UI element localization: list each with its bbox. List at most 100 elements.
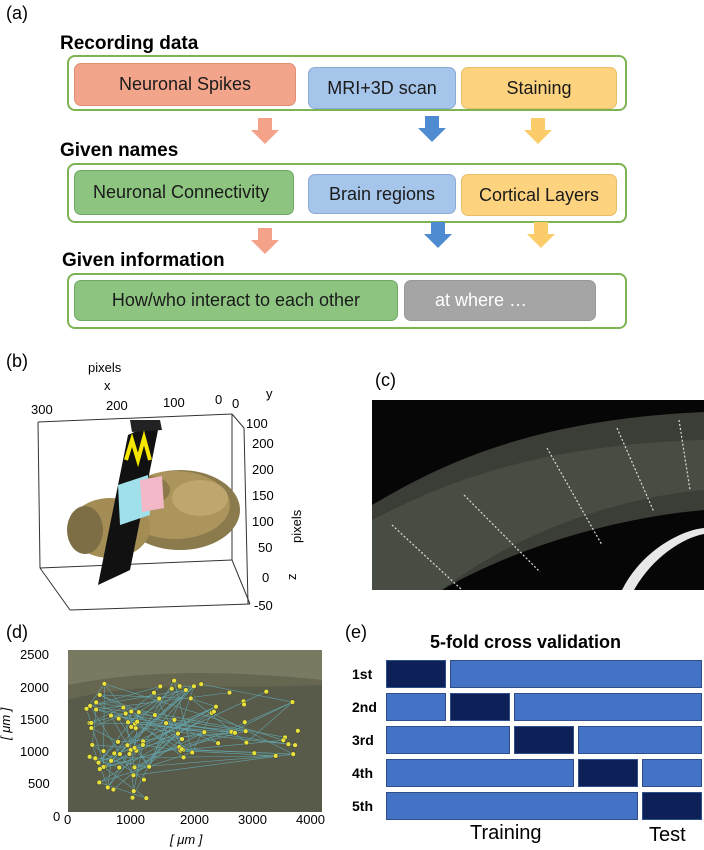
connection-line [104,683,284,741]
d-x-tick-3000: 3000 [238,812,267,827]
connection-line [134,755,276,768]
b-z-tick-200: 200 [252,462,274,477]
connection-line [91,709,97,745]
b-z-label: z [284,574,299,581]
connection-line [137,721,296,746]
neuron-point [215,740,221,746]
fold-training-bar [642,759,702,787]
arrow-down-yellow-2 [527,222,555,248]
brain-3d-render: pixels x y 300 200 100 0 0 100 200 200 1… [31,360,304,613]
neuron-point [243,739,250,746]
neuron-point [108,758,114,764]
connection-line [90,705,246,732]
arrow-down-salmon-2 [251,228,279,254]
neuron-point [171,717,178,723]
fold-training-bar [514,693,702,721]
neuron-point [108,712,114,719]
neuron-point [273,753,279,759]
neuron-point [169,686,175,692]
fold-label: 5th [352,798,373,814]
b-z-units: pixels [289,509,304,543]
neuron-point [213,704,219,710]
neuron-point [134,719,140,725]
connection-line [98,711,140,763]
neuron-point [125,719,131,725]
connection-line [190,698,217,707]
neuron-point [280,737,286,743]
neuron-point [151,690,157,696]
neuron-point [124,742,131,748]
d-y-tick-1000: 1000 [20,744,49,759]
connection-line [138,698,160,713]
neuron-point [143,795,149,801]
neuron-point [111,750,117,757]
neuron-point [115,739,121,745]
neuron-point [141,777,147,783]
chip-neuronal-connectivity: Neuronal Connectivity [74,170,294,215]
neuron-point [211,708,217,715]
connection-line [90,689,186,707]
microscopy-image [372,400,704,590]
fold-test-bar [642,792,702,820]
neuron-point [292,742,298,748]
b-x-tick-300: 300 [31,402,53,417]
neuron-point [189,749,195,756]
arrow-down-blue-2 [424,222,452,248]
neuron-point [133,725,139,731]
b-z-tick-150: 150 [252,488,274,503]
connection-line [231,701,293,733]
connection-line [136,688,172,722]
heading-recording-data: Recording data [60,33,199,54]
connection-line [136,686,195,751]
fold-training-bar [386,693,446,721]
panel-e-label: (e) [345,622,367,642]
arrow-down-yellow-1 [524,118,552,144]
chip-at-where: at where … [404,280,596,321]
connection-line [177,686,195,734]
chip-cortical-layers: Cortical Layers [461,174,617,216]
neuron-point [131,788,137,794]
d-x-tick-1000: 1000 [116,812,145,827]
given-information-frame [67,273,627,329]
connection-line [98,741,119,763]
neuron-point [123,710,129,717]
fold-test-bar [450,693,510,721]
connection-line [159,686,194,699]
neuron-point [101,681,108,687]
connection-line [129,753,135,792]
neuron-point [175,730,181,737]
training-label: Training [470,822,542,844]
connection-line [204,731,219,744]
neuron-point [183,687,189,693]
neuron-point [93,699,99,706]
neuron-point [251,750,257,756]
neuron-point [180,754,187,761]
neuron-point [136,709,142,715]
b-z-tick-0: 0 [262,570,269,585]
fold-training-bar [386,726,510,754]
neuron-point [157,683,163,690]
connection-line [127,721,205,733]
connection-line [180,750,276,757]
connection-line [173,680,193,753]
neuron-point [188,695,194,702]
panel-a-label: (a) [6,3,28,23]
neuron-point [289,699,296,705]
neuron-point [97,766,103,772]
neuron-point [177,683,183,689]
neuron-point [83,706,90,712]
neuron-point [163,720,169,726]
b-x-tick-0: 0 [215,392,222,407]
neuron-point [128,708,134,715]
connection-line [99,752,193,783]
neuron-point [242,719,248,725]
neuron-point [97,692,103,698]
b-y-tick-100: 100 [246,416,268,431]
neuron-point [88,725,94,731]
b-z-tick-neg50: -50 [254,598,273,613]
test-label: Test [649,824,686,846]
fold-test-bar [514,726,574,754]
neuron-point [89,742,95,748]
connection-line [86,708,105,767]
fold-label: 1st [352,666,373,682]
